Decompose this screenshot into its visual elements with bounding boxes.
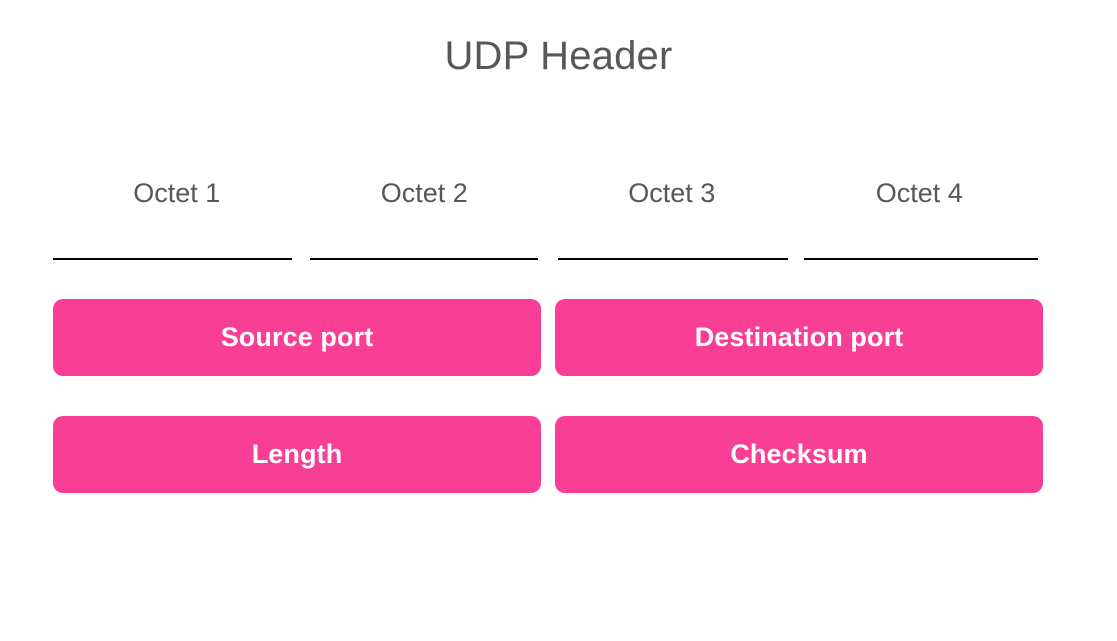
octet-column-1: Octet 1 [53, 176, 301, 260]
header-field-row-1: Source port Destination port [53, 299, 1043, 376]
field-label-destination-port: Destination port [694, 322, 904, 352]
header-field-grid: Source port Destination port Length Chec… [53, 299, 1043, 493]
octet-column-2: Octet 2 [301, 176, 549, 260]
octet-column-4: Octet 4 [796, 176, 1044, 260]
octet-label-1: Octet 1 [133, 178, 221, 208]
octet-label-4: Octet 4 [875, 178, 963, 208]
page-title: UDP Header [444, 34, 673, 78]
field-label-source-port: Source port [220, 322, 374, 352]
octet-column-3: Octet 3 [548, 176, 796, 260]
octet-label-2: Octet 2 [380, 178, 468, 208]
field-checksum: Checksum [555, 416, 1043, 493]
header-field-row-2: Length Checksum [53, 416, 1043, 493]
octet-label-3: Octet 3 [628, 178, 716, 208]
octet-divider-1 [53, 258, 292, 260]
octet-divider-3 [558, 258, 788, 260]
field-label-checksum: Checksum [730, 439, 868, 469]
octet-header-row: Octet 1 Octet 2 Octet 3 Octet 4 [53, 176, 1043, 260]
octet-divider-2 [309, 258, 538, 260]
octet-divider-4 [803, 258, 1038, 260]
field-destination-port: Destination port [555, 299, 1043, 376]
field-length: Length [53, 416, 541, 493]
field-label-length: Length [251, 439, 343, 469]
field-source-port: Source port [53, 299, 541, 376]
